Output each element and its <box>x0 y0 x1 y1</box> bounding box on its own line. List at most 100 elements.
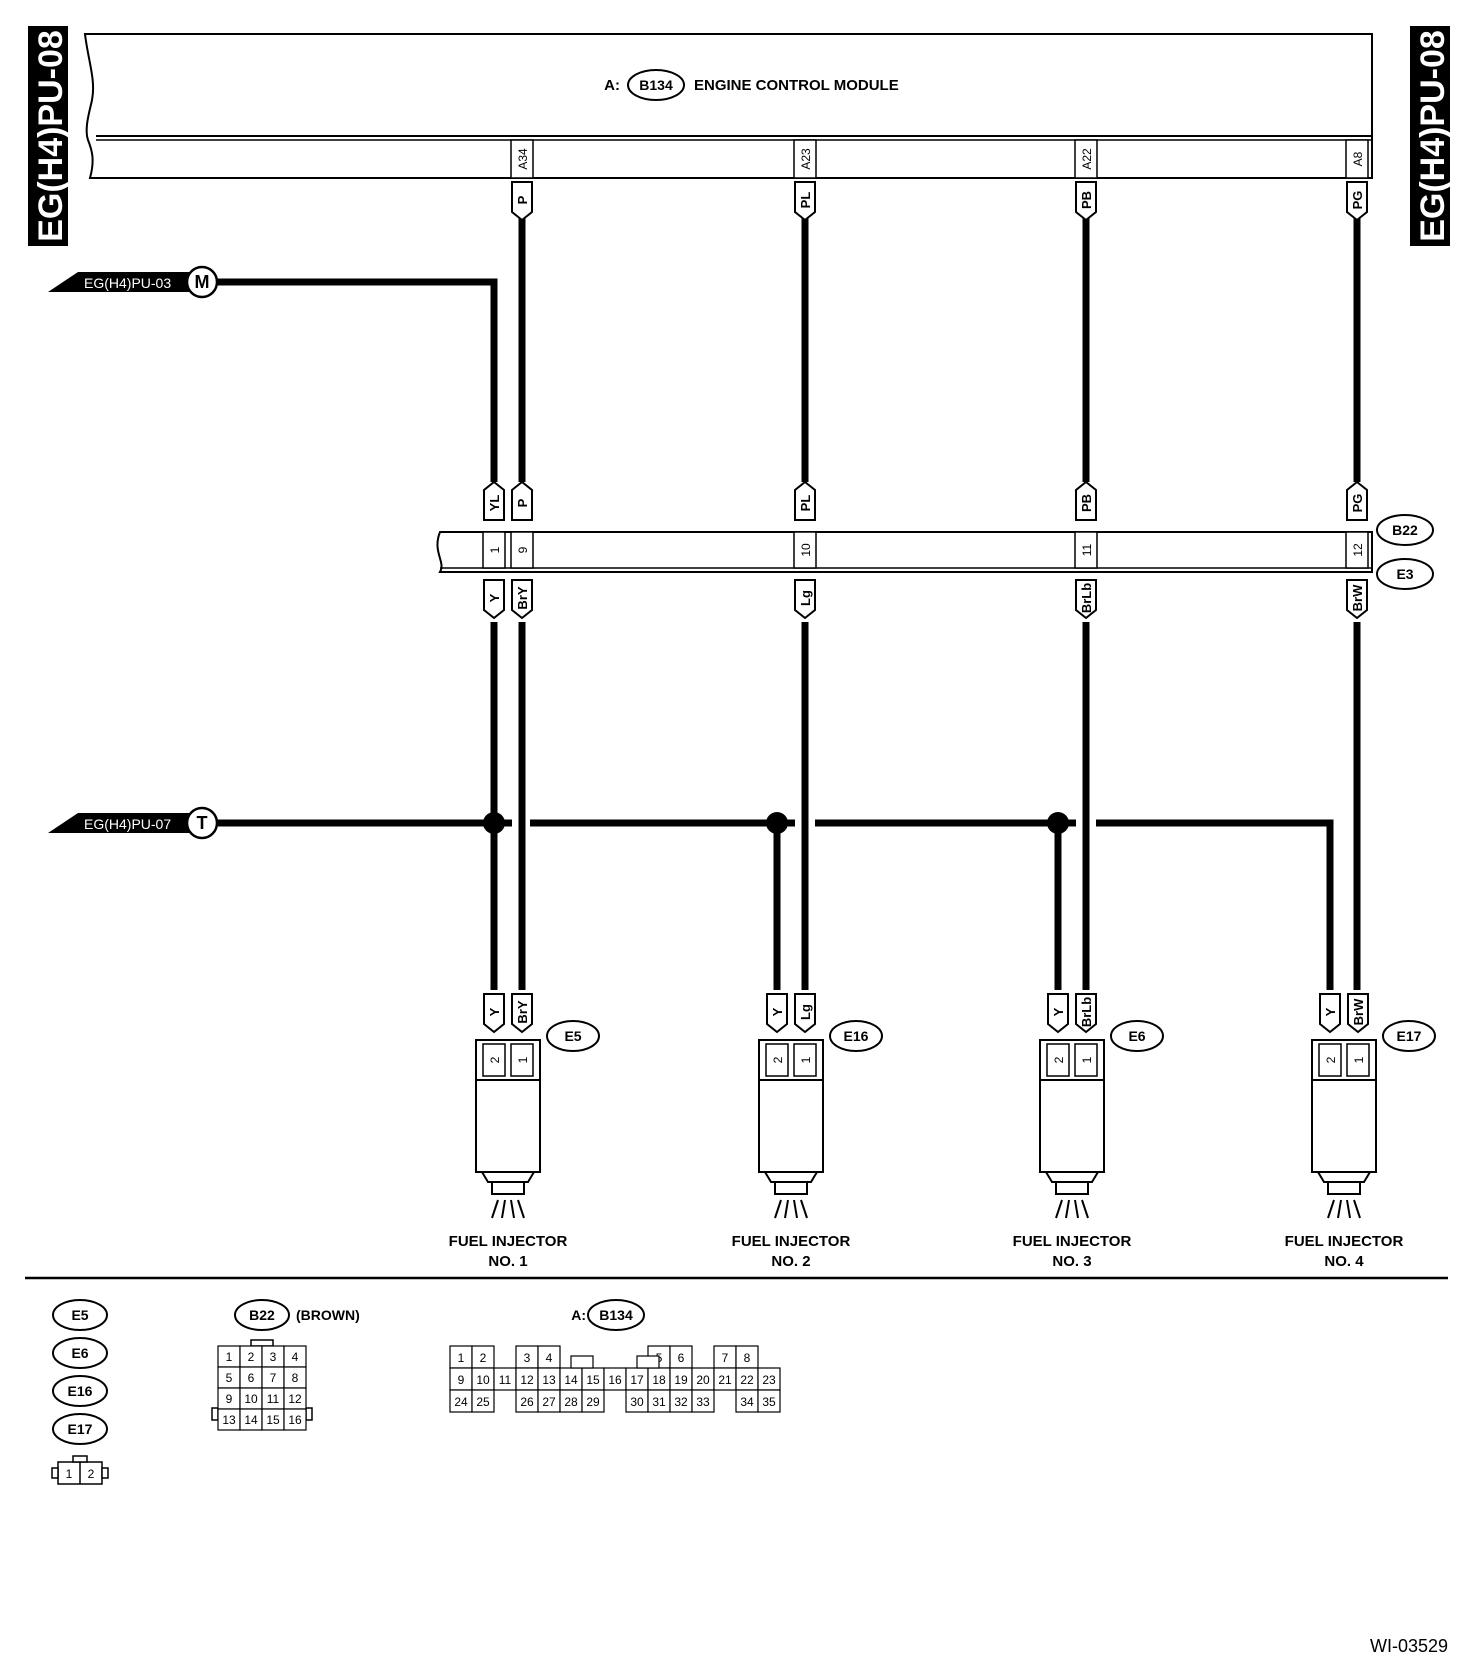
legend-b134-pin: 33 <box>696 1395 710 1409</box>
ecm-pin-label: A8 <box>1351 151 1365 166</box>
injector-number: NO. 2 <box>771 1253 810 1270</box>
legend-b22-pin: 11 <box>267 1392 280 1406</box>
ecm-pin-cell <box>510 139 534 179</box>
injector-connector-oval <box>546 1020 600 1052</box>
injector-wire-tag-text: BrW <box>1351 998 1366 1025</box>
splice-dot <box>1047 812 1069 834</box>
injector-pin-label: 1 <box>516 1056 530 1063</box>
injector-connector-label: E6 <box>1128 1028 1145 1044</box>
ecm-wire-tag: PB <box>1075 181 1097 222</box>
joint-pin-label: 9 <box>516 546 530 553</box>
injector-wire-tag: Y <box>766 993 788 1034</box>
offpage-m[interactable]: EG(H4)PU-03 M <box>48 265 219 299</box>
legend-b134-pin: 12 <box>520 1373 534 1387</box>
ecm-wire-tag: PL <box>794 181 816 222</box>
wire-offpage-m <box>218 278 498 482</box>
e3-wire-tag: BrY <box>511 579 533 620</box>
injector-wire-tag-text: BrY <box>515 1000 530 1023</box>
legend-b134-pin: 17 <box>630 1373 644 1387</box>
e3-wire-tag: Lg <box>794 579 816 620</box>
injector-pin-label: 1 <box>799 1056 813 1063</box>
injector-body <box>758 1079 824 1173</box>
legend-connector-oval <box>52 1337 108 1369</box>
e3-wire-tag: BrLb <box>1075 579 1097 620</box>
legend-connector-label: E5 <box>71 1307 88 1323</box>
joint-pin-cell <box>1345 531 1369 569</box>
joint-pin-cell <box>793 531 817 569</box>
legend-b134-pin: 34 <box>740 1395 754 1409</box>
legend-b22-pin: 9 <box>226 1392 233 1406</box>
injector-pin-label: 2 <box>488 1056 502 1063</box>
legend-b134-pin: 28 <box>564 1395 578 1409</box>
injector-connector-oval <box>1110 1020 1164 1052</box>
injector-label: FUEL INJECTOR <box>732 1233 851 1250</box>
b22-wire-tag: PL <box>794 480 816 521</box>
offpage-t-symbol: T <box>197 813 208 833</box>
injector-wire-tag-text: Y <box>487 1007 502 1016</box>
legend-b134-pin: 10 <box>476 1373 490 1387</box>
figure-id: WI-03529 <box>1370 1636 1448 1656</box>
b22-label: B22 <box>1392 522 1418 538</box>
ecm-connector-oval <box>627 69 685 101</box>
offpage-m-circle <box>185 265 219 299</box>
joint-pin-label: 12 <box>1351 543 1365 557</box>
page-ref-tab-right: EG(H4)PU-08 <box>1410 26 1452 246</box>
injector-wire-tag: Y <box>1319 993 1341 1034</box>
ecm-wire-tag-text: PG <box>1350 191 1365 210</box>
spray-icon <box>1327 1199 1361 1219</box>
legend-b134-pin: 29 <box>586 1395 600 1409</box>
splice-dot <box>766 812 788 834</box>
legend-b22-pin: 12 <box>288 1392 302 1406</box>
legend-b134-pin: 13 <box>542 1373 556 1387</box>
legend-b134-pin: 3 <box>524 1351 531 1365</box>
legend-b22-pin: 7 <box>270 1371 277 1385</box>
spray-icon <box>1055 1199 1089 1219</box>
legend-connector-label: E17 <box>68 1421 93 1437</box>
legend-b134-pin: 7 <box>722 1351 729 1365</box>
e3-wire-tag: Y <box>483 579 505 620</box>
joint-pin-label: 10 <box>799 543 813 557</box>
injector-wire-tag: BrW <box>1347 993 1369 1034</box>
legend-connector-label: E6 <box>71 1345 88 1361</box>
b22-wire-tag: YL <box>483 480 505 521</box>
joint-pin-label: 1 <box>488 546 502 553</box>
legend-b22-label: B22 <box>249 1307 275 1323</box>
ecm-pin-cell <box>1345 139 1369 179</box>
legend-b134-pin: 2 <box>480 1351 487 1365</box>
legend-pin-label: 2 <box>88 1467 95 1481</box>
ecm-pin-label: A23 <box>799 148 813 170</box>
b22-wire-tag-text: P <box>515 498 530 507</box>
b22-wire-tag: P <box>511 480 533 521</box>
legend-b22-pin: 16 <box>288 1413 302 1427</box>
ecm-wire-tag-text: PL <box>798 192 813 209</box>
legend-b22-pin: 4 <box>292 1350 299 1364</box>
legend-b134-pin: 8 <box>744 1351 751 1365</box>
injector-nozzle <box>1327 1181 1361 1195</box>
legend-b22-pin: 6 <box>248 1371 255 1385</box>
b22-wire-tag: PB <box>1075 480 1097 521</box>
legend-b134-prefix: A: <box>571 1307 586 1323</box>
injector-connector-label: E16 <box>844 1028 869 1044</box>
injector-connector-oval <box>829 1020 883 1052</box>
injector-wire-tag: Y <box>1047 993 1069 1034</box>
legend-b134-pin: 6 <box>678 1351 685 1365</box>
spray-icon <box>774 1199 808 1219</box>
injector-connector-label: E5 <box>564 1028 581 1044</box>
legend-b22-pin: 2 <box>248 1350 255 1364</box>
e3-wire-tag: BrW <box>1346 579 1368 620</box>
ecm-wire-tag: P <box>511 181 533 222</box>
legend-b22-pin: 14 <box>244 1413 258 1427</box>
injector-label: FUEL INJECTOR <box>1013 1233 1132 1250</box>
injector-wire-tag-text: BrLb <box>1079 997 1094 1027</box>
joint-connector: B22 E3 <box>436 514 1434 590</box>
legend-b134-pin: 20 <box>696 1373 710 1387</box>
offpage-t[interactable]: EG(H4)PU-07 T <box>48 806 219 840</box>
wire-bus-4 <box>1096 819 1334 990</box>
e3-wire-tag-text: BrY <box>515 586 530 609</box>
